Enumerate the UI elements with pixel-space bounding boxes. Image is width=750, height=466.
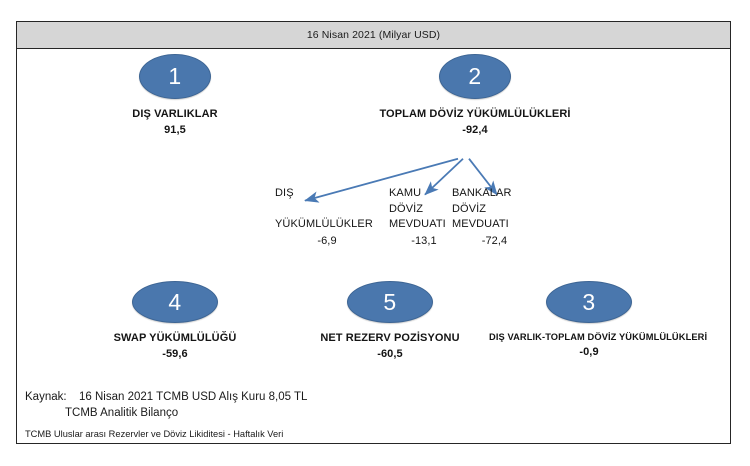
breakdown-line-3: MEVDUATI	[389, 218, 446, 230]
node-dis-varlik-toplam-doviz-yukumlulukleri[interactable]: 3 DIŞ VARLIK-TOPLAM DÖVİZ YÜKÜMLÜLÜKLERİ…	[489, 281, 708, 358]
ellipse-5[interactable]: 5	[347, 281, 433, 323]
breakdown-line-1: KAMU	[389, 187, 422, 199]
breakdown-line-3: MEVDUATI	[452, 218, 509, 230]
node-dis-varliklar[interactable]: 1 DIŞ VARLIKLAR 91,5	[75, 54, 275, 136]
node-value-5: -60,5	[377, 348, 403, 360]
node-net-rezerv-pozisyonu[interactable]: 5 NET REZERV POZİSYONU -60,5	[290, 281, 490, 360]
breakdown-value: -72,4	[481, 234, 508, 247]
footer-source-row: Kaynak: 16 Nisan 2021 TCMB USD Alış Kuru …	[25, 391, 307, 403]
breakdown-value: -6,9	[317, 234, 337, 247]
breakdown-line-spacer	[275, 202, 385, 218]
footer-note: TCMB Uluslar arası Rezervler ve Döviz Li…	[25, 429, 284, 439]
ellipse-1[interactable]: 1	[139, 54, 211, 99]
footer-source-line2: TCMB Analitik Bilanço	[65, 407, 179, 419]
ellipse-3[interactable]: 3	[546, 281, 632, 323]
breakdown-line-3: YÜKÜMLÜLÜKLER	[275, 218, 373, 230]
node-value-1: 91,5	[164, 124, 186, 136]
diagram-canvas: 1 DIŞ VARLIKLAR 91,5 2 TOPLAM DÖVİZ YÜKÜ…	[17, 49, 730, 443]
node-value-2: -92,4	[462, 124, 488, 136]
node-label-2: TOPLAM DÖVİZ YÜKÜMLÜLÜKLERİ	[379, 108, 571, 120]
ellipse-number-4: 4	[168, 288, 182, 315]
ellipse-number-1: 1	[168, 63, 182, 89]
node-toplam-doviz-yukumlulukleri[interactable]: 2 TOPLAM DÖVİZ YÜKÜMLÜLÜKLERİ -92,4	[365, 54, 585, 136]
ellipse-number-2: 2	[468, 63, 482, 89]
breakdown-bankalar-doviz-mevduati: BANKALAR DÖVİZ MEVDUATI -72,4	[452, 186, 537, 249]
breakdown-dis-yukumlulukler: DIŞ YÜKÜMLÜLÜKLER -6,9	[275, 186, 385, 249]
slide-frame: 16 Nisan 2021 (Milyar USD) 1 DIŞ VARLIKL…	[16, 21, 731, 444]
ellipse-number-3: 3	[582, 288, 596, 315]
breakdown-line-2: DÖVİZ	[452, 202, 487, 215]
node-label-1: DIŞ VARLIKLAR	[132, 108, 218, 120]
page-title: 16 Nisan 2021 (Milyar USD)	[306, 29, 441, 41]
breakdown-line-1: DIŞ	[275, 187, 294, 199]
ellipse-number-5: 5	[383, 288, 397, 315]
node-label-5: NET REZERV POZİSYONU	[320, 332, 460, 344]
breakdown-value: -13,1	[411, 234, 437, 247]
ellipse-2[interactable]: 2	[439, 54, 511, 99]
breakdown-line-2: DÖVİZ	[389, 202, 424, 215]
footer-source-line1: 16 Nisan 2021 TCMB USD Alış Kuru 8,05 TL	[79, 391, 308, 403]
node-value-3: -0,9	[579, 346, 599, 358]
footer-source-label: Kaynak:	[25, 391, 67, 403]
node-value-4: -59,6	[162, 348, 188, 360]
node-label-3: DIŞ VARLIK-TOPLAM DÖVİZ YÜKÜMLÜLÜKLERİ	[489, 332, 708, 342]
header-band: 16 Nisan 2021 (Milyar USD)	[17, 22, 730, 49]
node-swap-yukumlulugu[interactable]: 4 SWAP YÜKÜMLÜLÜĞÜ -59,6	[75, 281, 275, 360]
node-label-4: SWAP YÜKÜMLÜLÜĞÜ	[113, 332, 237, 344]
breakdown-line-1: BANKALAR	[452, 187, 512, 199]
breakdown-kamu-doviz-mevduati: KAMU DÖVİZ MEVDUATI -13,1	[389, 186, 459, 249]
ellipse-4[interactable]: 4	[132, 281, 218, 323]
